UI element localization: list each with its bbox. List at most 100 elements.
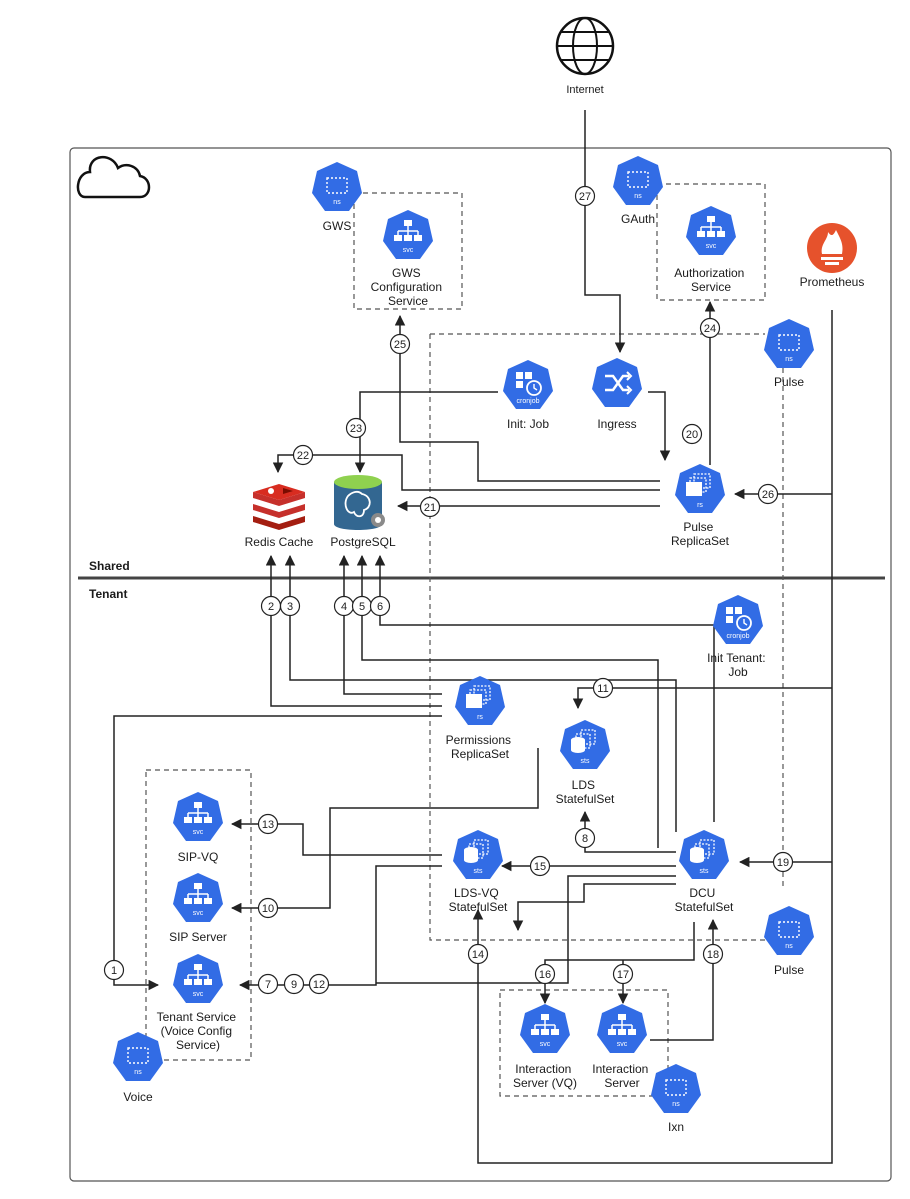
badge-8: 8 (574, 827, 596, 849)
ingress-label: Ingress (597, 417, 636, 431)
svg-text:12: 12 (313, 979, 325, 991)
sip-vq-label: SIP-VQ (178, 850, 219, 864)
ixn-namespace-box (499, 989, 669, 1097)
authorization-service-label: Authorization Service (674, 266, 747, 294)
badge-4: 4 (333, 595, 355, 617)
gauth-label: GAuth (621, 212, 655, 226)
svg-text:rs: rs (697, 502, 703, 509)
prometheus-label: Prometheus (800, 275, 865, 289)
globe-icon (555, 16, 615, 76)
init-job-label: Init: Job (507, 417, 549, 431)
badge-14: 14 (467, 943, 489, 965)
svg-text:svc: svc (403, 247, 414, 254)
postgresql-label: PostgreSQL (330, 535, 396, 549)
svg-text:ns: ns (333, 199, 341, 206)
gws-config-service-label: GWS Configuration Service (371, 266, 446, 308)
svg-text:ns: ns (785, 356, 793, 363)
svg-text:26: 26 (762, 489, 774, 501)
badge-7: 7 (257, 973, 279, 995)
svg-text:15: 15 (534, 861, 546, 873)
svg-text:4: 4 (341, 601, 347, 613)
svg-text:14: 14 (472, 949, 484, 961)
ixn-namespace-icon: ns (651, 1064, 701, 1113)
svg-text:9: 9 (291, 979, 297, 991)
redis-cache-icon (253, 484, 305, 530)
gauth-namespace-icon: ns (613, 156, 663, 205)
pulse-replicaset-label: Pulse ReplicaSet (671, 520, 730, 548)
svg-text:16: 16 (539, 969, 551, 981)
badge-9: 9 (283, 973, 305, 995)
svg-text:3: 3 (287, 601, 293, 613)
badge-16: 16 (534, 963, 556, 985)
svg-text:17: 17 (617, 969, 629, 981)
lds-vq-statefulset-icon: sts (453, 830, 503, 879)
postgresql-icon (334, 475, 385, 530)
svg-text:ns: ns (134, 1069, 142, 1076)
badge-15: 15 (529, 855, 551, 877)
svg-text:svc: svc (193, 991, 204, 998)
svg-text:1: 1 (111, 965, 117, 977)
lds-statefulset-icon: sts (560, 720, 610, 769)
svg-text:22: 22 (297, 450, 309, 462)
badge-23: 23 (345, 417, 367, 439)
sip-vq-service-icon: svc (173, 792, 223, 841)
svg-text:21: 21 (424, 502, 436, 514)
prometheus-icon (807, 223, 857, 273)
svg-text:sts: sts (581, 758, 590, 765)
badge-27: 27 (574, 185, 596, 207)
badge-3: 3 (279, 595, 301, 617)
cluster-frame (69, 147, 892, 1182)
svg-text:19: 19 (777, 857, 789, 869)
svg-text:cronjob: cronjob (517, 398, 540, 405)
svg-text:11: 11 (597, 683, 608, 695)
svg-text:5: 5 (359, 601, 365, 613)
voice-namespace-icon: ns (113, 1032, 163, 1081)
svg-text:8: 8 (582, 833, 588, 845)
tenant-service-icon: svc (173, 954, 223, 1003)
gws-label: GWS (323, 219, 352, 233)
svg-text:7: 7 (265, 979, 271, 991)
interaction-server-vq-label: Interaction Server (VQ) (513, 1062, 577, 1090)
badge-6: 6 (369, 595, 391, 617)
badge-12: 12 (308, 973, 330, 995)
svg-text:rs: rs (477, 714, 483, 721)
svg-text:sts: sts (474, 868, 483, 875)
svg-text:13: 13 (262, 819, 274, 831)
svg-text:20: 20 (686, 429, 698, 441)
sip-server-service-icon: svc (173, 873, 223, 922)
badge-21: 21 (419, 496, 441, 518)
badge-10: 10 (257, 897, 279, 919)
badge-11: 11 (592, 677, 614, 699)
internet-label: Internet (566, 84, 603, 96)
interaction-server-label: Interaction Server (592, 1062, 651, 1090)
tenant-section-label: Tenant (89, 587, 127, 601)
svg-text:27: 27 (579, 191, 591, 203)
ixn-label: Ixn (668, 1120, 684, 1134)
svg-text:6: 6 (377, 601, 383, 613)
gws-namespace-box (353, 192, 463, 310)
svg-text:10: 10 (262, 903, 274, 915)
badge-1: 1 (103, 959, 125, 981)
badge-13: 13 (257, 813, 279, 835)
pulse-namespace-icon-bottom: ns (764, 906, 814, 955)
shared-section-label: Shared (89, 559, 130, 573)
badge-25: 25 (389, 333, 411, 355)
dcu-statefulset-icon: sts (679, 830, 729, 879)
svg-text:ns: ns (785, 943, 793, 950)
svg-text:ns: ns (634, 193, 642, 200)
badge-20: 20 (681, 423, 703, 445)
svg-text:sts: sts (700, 868, 709, 875)
badge-5: 5 (351, 595, 373, 617)
badge-17: 17 (612, 963, 634, 985)
pulse-replicaset-icon: rs (675, 464, 725, 513)
badge-22: 22 (292, 444, 314, 466)
svg-text:svc: svc (193, 910, 204, 917)
interaction-server-vq-icon: svc (520, 1004, 570, 1053)
redis-cache-label: Redis Cache (245, 535, 314, 549)
badge-2: 2 (260, 595, 282, 617)
edge-badges: 1 2 3 4 5 6 7 8 9 10 11 12 13 14 15 16 1… (103, 185, 794, 995)
dcu-statefulset-label: DCU StatefulSet (675, 886, 734, 914)
voice-label: Voice (123, 1090, 153, 1104)
badge-19: 19 (772, 851, 794, 873)
pulse-namespace-icon-top: ns (764, 319, 814, 368)
